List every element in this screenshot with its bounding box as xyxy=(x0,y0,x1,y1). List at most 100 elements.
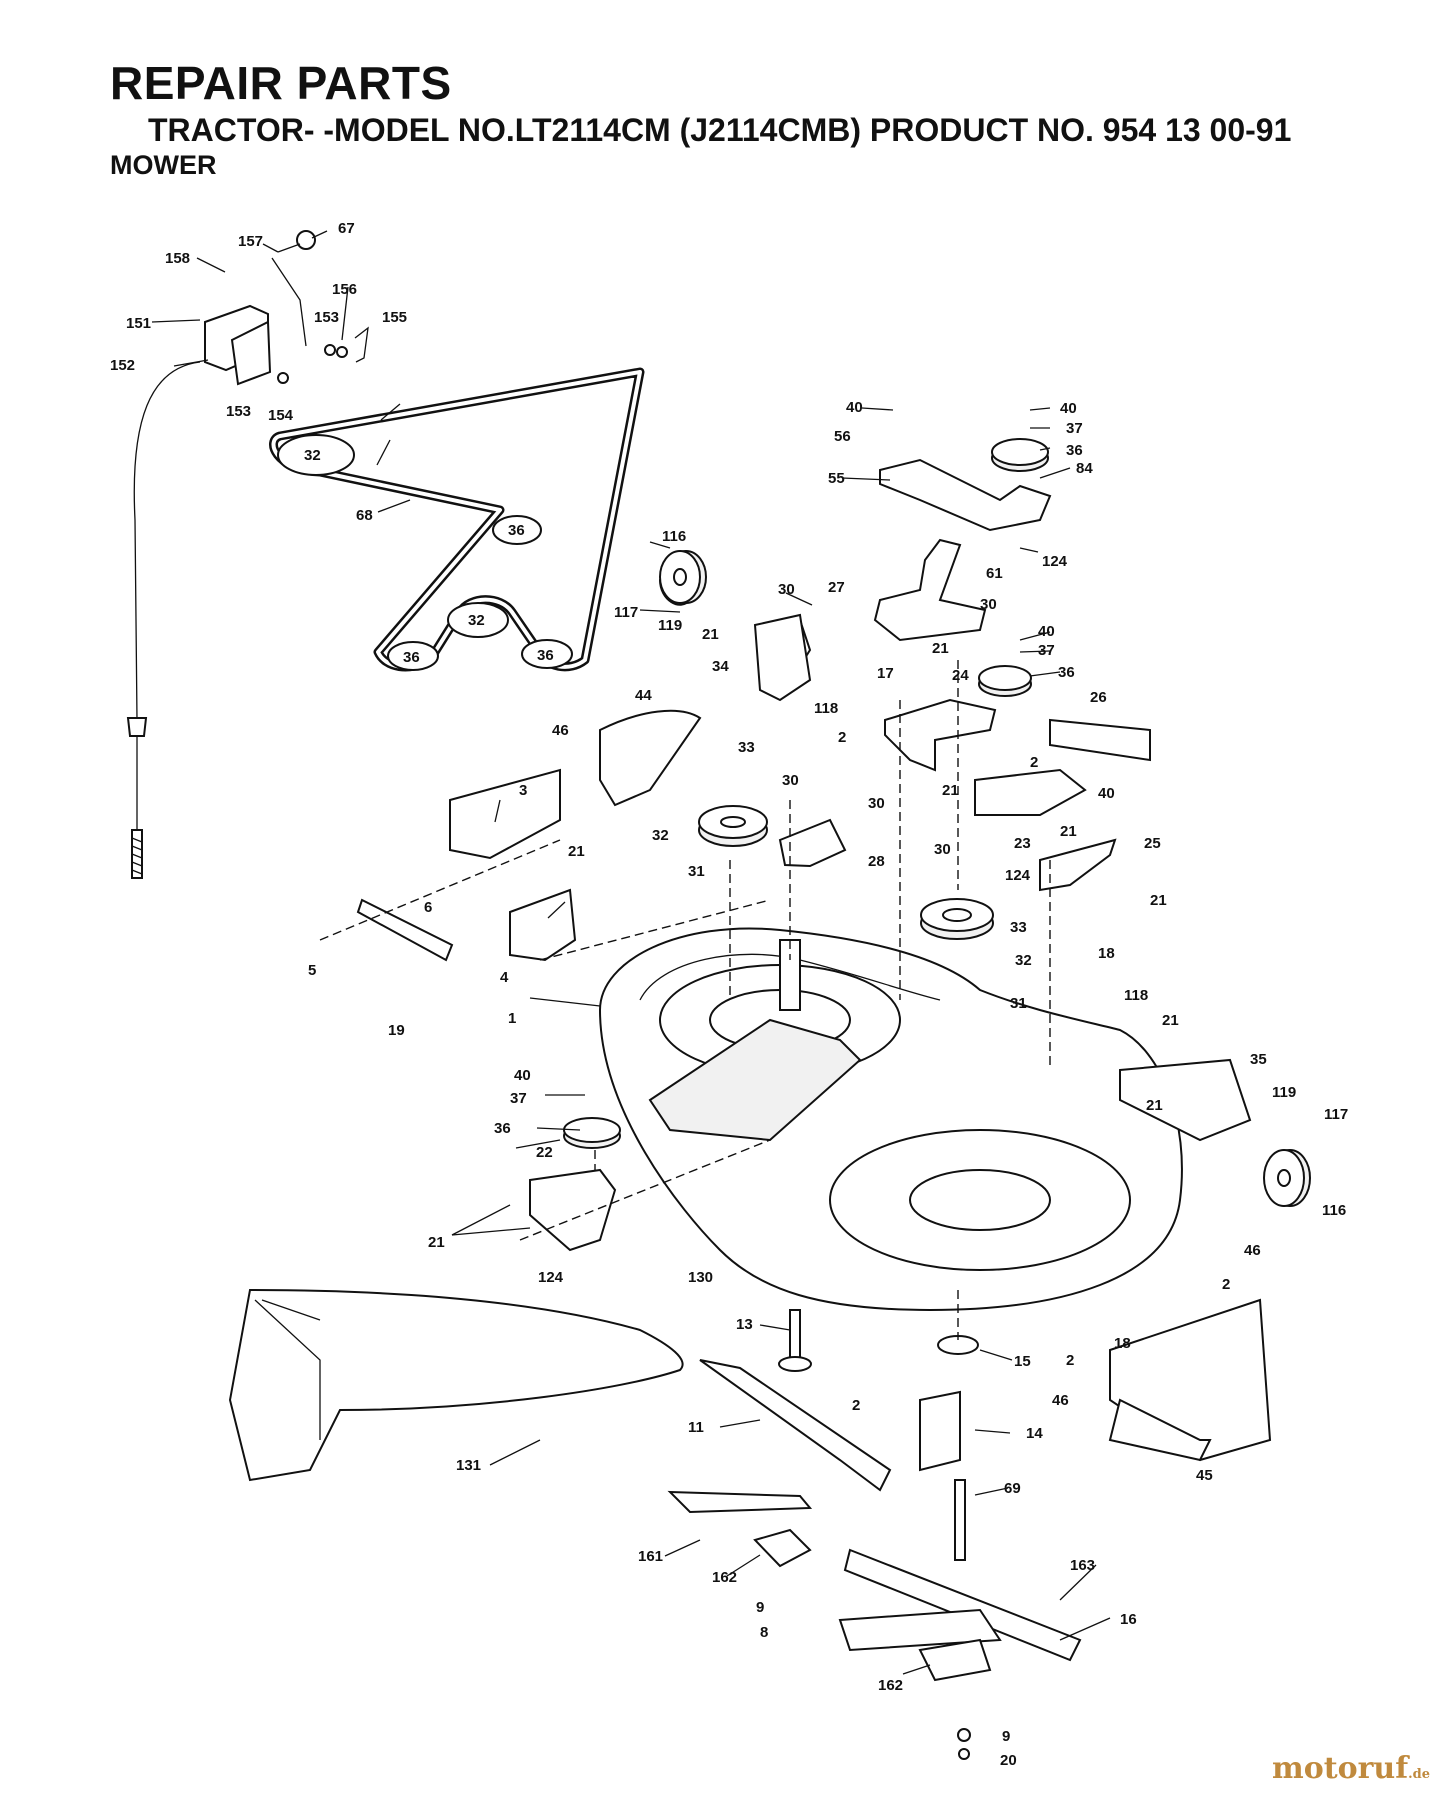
callout-45: 45 xyxy=(1196,1467,1213,1484)
callout-labels: 67 157 158 156 153 155 151 152 153 154 3… xyxy=(110,220,1348,1769)
callout-3: 3 xyxy=(519,782,527,799)
callout-31b: 31 xyxy=(688,863,705,880)
callout-84: 84 xyxy=(1076,460,1093,477)
callout-153b: 153 xyxy=(226,403,251,420)
callout-37c: 37 xyxy=(510,1090,527,1107)
callout-5: 5 xyxy=(308,962,316,979)
callout-15: 15 xyxy=(1014,1353,1031,1370)
callout-154: 154 xyxy=(268,407,294,424)
callout-37b: 37 xyxy=(1038,642,1055,659)
callout-56: 56 xyxy=(834,428,851,445)
callout-21i: 21 xyxy=(428,1234,445,1251)
callout-19: 19 xyxy=(388,1022,405,1039)
watermark-suffix: .de xyxy=(1408,1767,1430,1782)
assembly-guides xyxy=(319,660,1051,1340)
callout-22: 22 xyxy=(536,1144,553,1161)
callout-153: 153 xyxy=(314,309,339,326)
callout-28: 28 xyxy=(868,853,885,870)
mower-deck xyxy=(598,927,1183,1312)
callout-20: 20 xyxy=(1000,1752,1017,1769)
callout-161: 161 xyxy=(638,1548,663,1565)
page-title: REPAIR PARTS xyxy=(110,57,452,109)
callout-2e: 2 xyxy=(852,1397,860,1414)
callout-4: 4 xyxy=(500,969,509,986)
callout-119a: 119 xyxy=(658,617,682,634)
idler-assembly xyxy=(873,438,1151,940)
callout-124a: 124 xyxy=(1042,553,1068,570)
callout-37a: 37 xyxy=(1066,420,1083,437)
callout-40c: 40 xyxy=(1038,623,1055,640)
callout-69: 69 xyxy=(1004,1480,1021,1497)
callout-25: 25 xyxy=(1144,835,1161,852)
callout-35: 35 xyxy=(1250,1051,1267,1068)
callout-44: 44 xyxy=(635,687,652,704)
callout-32b: 32 xyxy=(468,612,485,629)
callout-119b: 119 xyxy=(1272,1084,1296,1101)
callout-158: 158 xyxy=(165,250,190,267)
callout-61: 61 xyxy=(986,565,1003,582)
callout-21f: 21 xyxy=(568,843,585,860)
callout-21b: 21 xyxy=(942,782,959,799)
callout-30b: 30 xyxy=(778,581,795,598)
callout-2c: 2 xyxy=(1222,1276,1230,1293)
callout-118b: 118 xyxy=(1124,987,1148,1004)
callout-33a: 33 xyxy=(1010,919,1027,936)
callout-117a: 117 xyxy=(614,604,638,621)
callout-130: 130 xyxy=(688,1269,713,1286)
callout-27: 27 xyxy=(828,579,845,596)
callout-11: 11 xyxy=(688,1419,704,1436)
callout-36d: 36 xyxy=(1066,442,1083,459)
model-subtitle: TRACTOR- -MODEL NO.LT2114CM (J2114CMB) P… xyxy=(148,112,1292,148)
callout-36f: 36 xyxy=(494,1120,511,1137)
callout-151: 151 xyxy=(126,315,151,332)
callout-32d: 32 xyxy=(652,827,669,844)
watermark: motoruf.de xyxy=(1272,1751,1430,1786)
callout-30e: 30 xyxy=(868,795,885,812)
callout-30a: 30 xyxy=(980,596,997,613)
callout-18b: 18 xyxy=(1114,1335,1131,1352)
callout-131: 131 xyxy=(456,1457,481,1474)
callout-21h: 21 xyxy=(1146,1097,1163,1114)
discharge-chute xyxy=(228,1288,684,1482)
callout-46b: 46 xyxy=(1244,1242,1261,1259)
callout-21g: 21 xyxy=(1162,1012,1179,1029)
callout-24: 24 xyxy=(952,667,969,684)
callout-36b: 36 xyxy=(403,649,420,666)
callout-36e: 36 xyxy=(1058,664,1075,681)
drive-belt xyxy=(269,367,645,672)
callout-14: 14 xyxy=(1026,1425,1043,1442)
callout-40d: 40 xyxy=(1098,785,1115,802)
callout-2d: 2 xyxy=(1066,1352,1074,1369)
callout-13: 13 xyxy=(736,1316,753,1333)
left-front-pulley xyxy=(529,1117,621,1252)
callout-68: 68 xyxy=(356,507,373,524)
leader-lines xyxy=(151,230,1111,1675)
callout-21d: 21 xyxy=(1150,892,1167,909)
callout-30d: 30 xyxy=(782,772,799,789)
callout-8: 8 xyxy=(760,1624,768,1641)
callout-124b: 124 xyxy=(1005,867,1031,884)
callout-40e: 40 xyxy=(514,1067,531,1084)
callout-152: 152 xyxy=(110,357,135,374)
callout-9b: 9 xyxy=(1002,1728,1010,1745)
section-label: MOWER xyxy=(110,150,217,180)
callout-46a: 46 xyxy=(552,722,569,739)
callout-2a: 2 xyxy=(1030,754,1038,771)
callout-116b: 116 xyxy=(1322,1202,1346,1219)
callout-34: 34 xyxy=(712,658,729,675)
callout-2b: 2 xyxy=(838,729,846,746)
lift-handle-assembly xyxy=(126,230,369,879)
callout-18a: 18 xyxy=(1098,945,1115,962)
callout-21e: 21 xyxy=(702,626,719,643)
callout-36c: 36 xyxy=(537,647,554,664)
callout-162a: 162 xyxy=(712,1569,737,1586)
callout-21a: 21 xyxy=(932,640,949,657)
callout-157: 157 xyxy=(238,233,263,250)
right-baffle xyxy=(1108,1298,1272,1462)
callout-156: 156 xyxy=(332,281,357,298)
callout-116a: 116 xyxy=(662,528,686,545)
callout-32c: 32 xyxy=(1015,952,1032,969)
gauge-wheels xyxy=(659,550,1311,1207)
watermark-text: motoruf xyxy=(1271,1751,1409,1786)
